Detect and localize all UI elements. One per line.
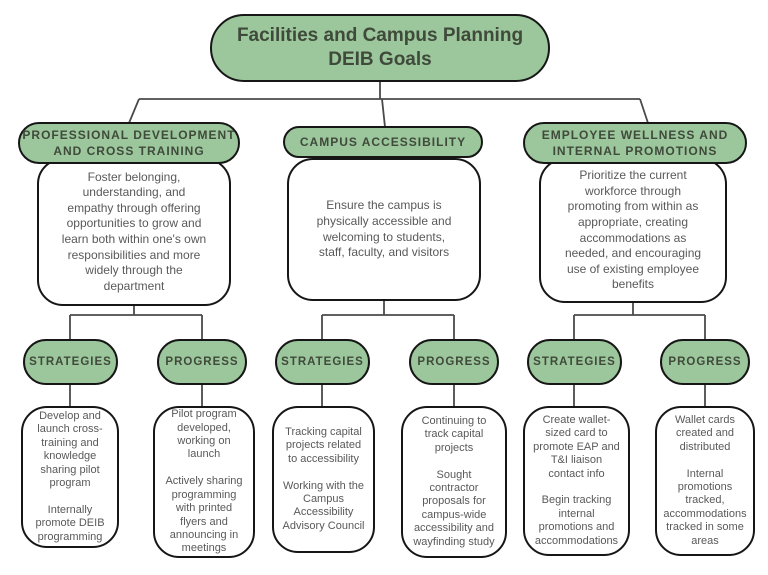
strategies-pill-campus-accessibility: STRATEGIES [275,339,370,385]
progress-pill-professional-development: PROGRESS [157,339,247,385]
chart-title: Facilities and Campus Planning DEIB Goal… [210,14,550,82]
strategies-box-campus-accessibility: Tracking capital projects related to acc… [272,406,375,553]
strategies-box-employee-wellness: Create wallet- sized card to promote EAP… [523,406,630,556]
strategies-pill-employee-wellness: STRATEGIES [527,339,622,385]
branch-header-employee-wellness: EMPLOYEE WELLNESS AND INTERNAL PROMOTION… [523,122,747,164]
progress-pill-campus-accessibility: PROGRESS [409,339,499,385]
progress-box-professional-development: Pilot program developed, working on laun… [153,406,255,558]
branch-description-campus-accessibility: Ensure the campus is physically accessib… [287,158,481,301]
branch-header-campus-accessibility: CAMPUS ACCESSIBILITY [283,126,483,158]
progress-pill-employee-wellness: PROGRESS [660,339,750,385]
branch-description-professional-development: Foster belonging, understanding, and emp… [37,158,231,306]
progress-box-campus-accessibility: Continuing to track capital projects Sou… [401,406,507,558]
strategies-pill-professional-development: STRATEGIES [23,339,118,385]
branch-header-professional-development: PROFESSIONAL DEVELOPMENT AND CROSS TRAIN… [18,122,240,164]
progress-box-employee-wellness: Wallet cards created and distributed Int… [655,406,755,556]
strategies-box-professional-development: Develop and launch cross- training and k… [21,406,119,548]
branch-description-employee-wellness: Prioritize the current workforce through… [539,158,727,303]
